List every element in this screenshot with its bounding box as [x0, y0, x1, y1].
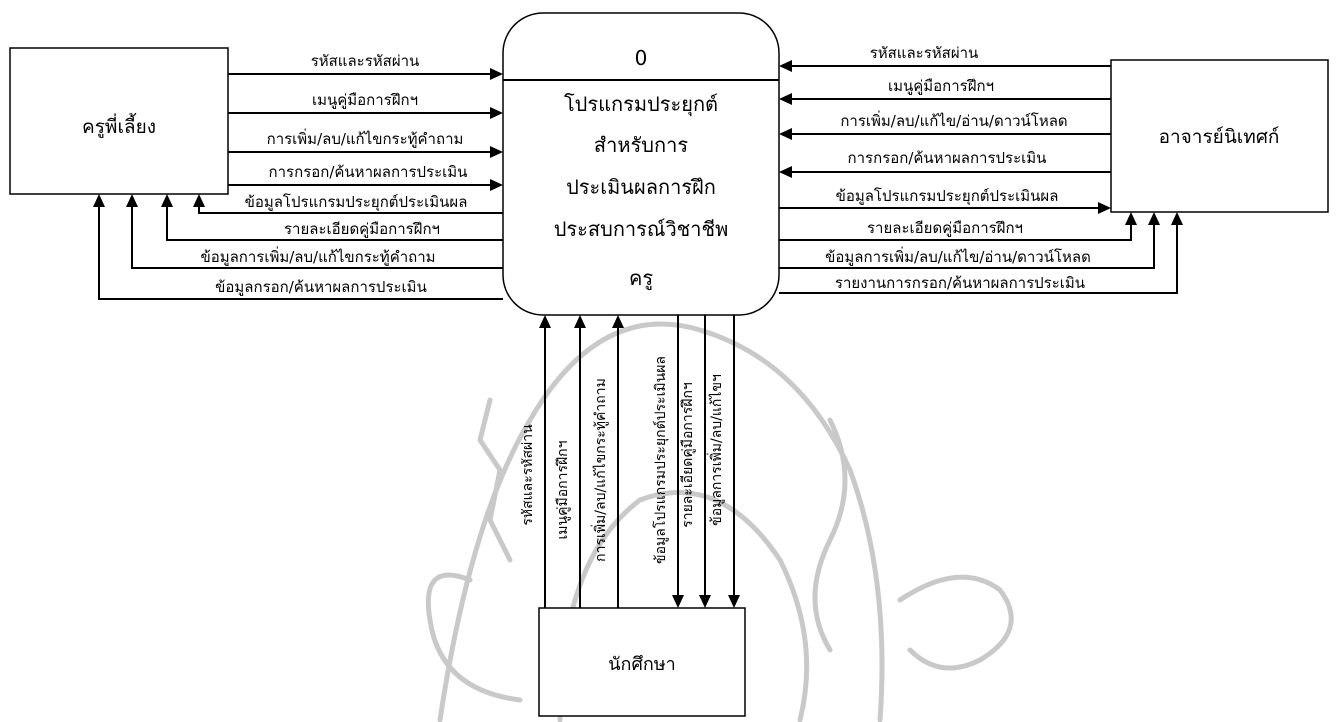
flow-process-to-mentor-4: ข้อมูลกรอก/ค้นหาผลการประเมิน: [93, 194, 503, 300]
entity-mentor-box: [9, 47, 229, 195]
watermark-seal: [425, 321, 1014, 722]
flow-process-to-student-1: ข้อมูลโปรแกรมประยุกต์ประเมินผล: [652, 315, 684, 608]
flow-supervisor-to-process-4: การกรอก/ค้นหาผลการประเมิน: [779, 149, 1111, 178]
flow-label: ข้อมูลกรอก/ค้นหาผลการประเมิน: [215, 278, 427, 296]
flow-supervisor-to-process-1: รหัสและรหัสผ่าน: [779, 44, 1111, 72]
flow-label: การกรอก/ค้นหาผลการประเมิน: [848, 149, 1047, 167]
process-box: [502, 12, 780, 316]
entity-student-label: นักศึกษา: [608, 654, 676, 675]
flow-label: รายละเอียดคู่มือการฝึกฯ: [680, 382, 696, 528]
process-title: โปรแกรมประยุกต์ สำหรับการ ประเมินผลการฝึ…: [554, 92, 729, 291]
flow-process-to-student-3: ข้อมูลการเพิ่ม/ลบ/แก้ไขฯ: [707, 315, 740, 608]
flow-label: ข้อมูลการเพิ่ม/ลบ/แก้ไข/อ่าน/ดาวน์โหลด: [825, 246, 1091, 266]
flow-process-to-student-2: รายละเอียดคู่มือการฝึกฯ: [680, 315, 711, 608]
flow-label: การเพิ่ม/ลบ/แก้ไขกระทู้คำถาม: [591, 378, 609, 562]
process-title-line-4: ประสบการณ์วิชาชีพ: [554, 217, 729, 241]
entity-student-box: [538, 607, 746, 717]
entity-supervisor-box: [1110, 59, 1329, 213]
flow-supervisor-to-process-3: การเพิ่ม/ลบ/แก้ไข/อ่าน/ดาวน์โหลด: [779, 110, 1111, 140]
flow-process-to-mentor-1: ข้อมูลโปรแกรมประยุกต์ประเมินผล: [193, 193, 503, 214]
flow-label: การเพิ่ม/ลบ/แก้ไขกระทู้คำถาม: [267, 128, 464, 148]
flow-label: เมนูคู่มือการฝึกฯ: [555, 441, 571, 540]
flow-label: รายละเอียดคู่มือการฝึกฯ: [867, 219, 1023, 237]
process-title-line-2: สำหรับการ: [594, 133, 688, 157]
flow-label: การกรอก/ค้นหาผลการประเมิน: [269, 163, 468, 181]
flow-process-to-mentor-3: ข้อมูลการเพิ่ม/ลบ/แก้ไขกระทู้คำถาม: [126, 194, 503, 269]
flow-mentor-to-process-4: การกรอก/ค้นหาผลการประเมิน: [228, 163, 503, 191]
flow-label: รหัสและรหัสผ่าน: [870, 44, 979, 62]
flow-label: ข้อมูลโปรแกรมประยุกต์ประเมินผล: [652, 356, 669, 564]
flow-label: รหัสและรหัสผ่าน: [311, 52, 420, 70]
entity-mentor-label: ครูพี่เลี้ยง: [82, 113, 156, 138]
process-title-line-3: ประเมินผลการฝึก: [566, 175, 716, 199]
flow-student-to-process-1: รหัสและรหัสผ่าน: [520, 315, 551, 608]
flow-process-to-supervisor-4: รายงานการกรอก/ค้นหาผลการประเมิน: [779, 212, 1183, 294]
flow-label: รายงานการกรอก/ค้นหาผลการประเมิน: [835, 274, 1085, 292]
flow-mentor-to-process-3: การเพิ่ม/ลบ/แก้ไขกระทู้คำถาม: [228, 128, 503, 158]
flow-label: ข้อมูลการเพิ่ม/ลบ/แก้ไขฯ: [707, 374, 725, 526]
flow-process-to-supervisor-1: ข้อมูลโปรแกรมประยุกต์ประเมินผล: [779, 187, 1111, 214]
flow-label: ข้อมูลการเพิ่ม/ลบ/แก้ไขกระทู้คำถาม: [200, 246, 435, 266]
flow-label: เมนูคู่มือการฝึกฯ: [312, 91, 418, 109]
flow-process-to-supervisor-2: รายละเอียดคู่มือการฝึกฯ: [779, 212, 1137, 241]
process-title-line-1: โปรแกรมประยุกต์: [564, 92, 718, 117]
flow-supervisor-to-process-2: เมนูคู่มือการฝึกฯ: [779, 77, 1111, 105]
entity-supervisor-label: อาจารย์นิเทศก์: [1159, 126, 1280, 148]
flow-label: การเพิ่ม/ลบ/แก้ไข/อ่าน/ดาวน์โหลด: [840, 110, 1067, 130]
flow-mentor-to-process-2: เมนูคู่มือการฝึกฯ: [228, 91, 503, 119]
flow-label: ข้อมูลโปรแกรมประยุกต์ประเมินผล: [245, 193, 468, 212]
flow-process-to-supervisor-3: ข้อมูลการเพิ่ม/ลบ/แก้ไข/อ่าน/ดาวน์โหลด: [779, 212, 1160, 269]
flow-label: ข้อมูลโปรแกรมประยุกต์ประเมินผล: [836, 187, 1059, 206]
flow-student-to-process-3: การเพิ่ม/ลบ/แก้ไขกระทู้คำถาม: [591, 315, 624, 608]
flow-label: รายละเอียดคู่มือการฝึกฯ: [284, 220, 440, 238]
flow-mentor-to-process-1: รหัสและรหัสผ่าน: [228, 52, 503, 80]
flow-label: เมนูคู่มือการฝึกฯ: [888, 77, 994, 95]
process-title-line-5: ครู: [629, 266, 653, 291]
flow-label: รหัสและรหัสผ่าน: [520, 424, 536, 526]
process-number: 0: [635, 46, 648, 70]
flow-student-to-process-2: เมนูคู่มือการฝึกฯ: [555, 315, 586, 608]
flow-process-to-mentor-2: รายละเอียดคู่มือการฝึกฯ: [161, 194, 503, 241]
